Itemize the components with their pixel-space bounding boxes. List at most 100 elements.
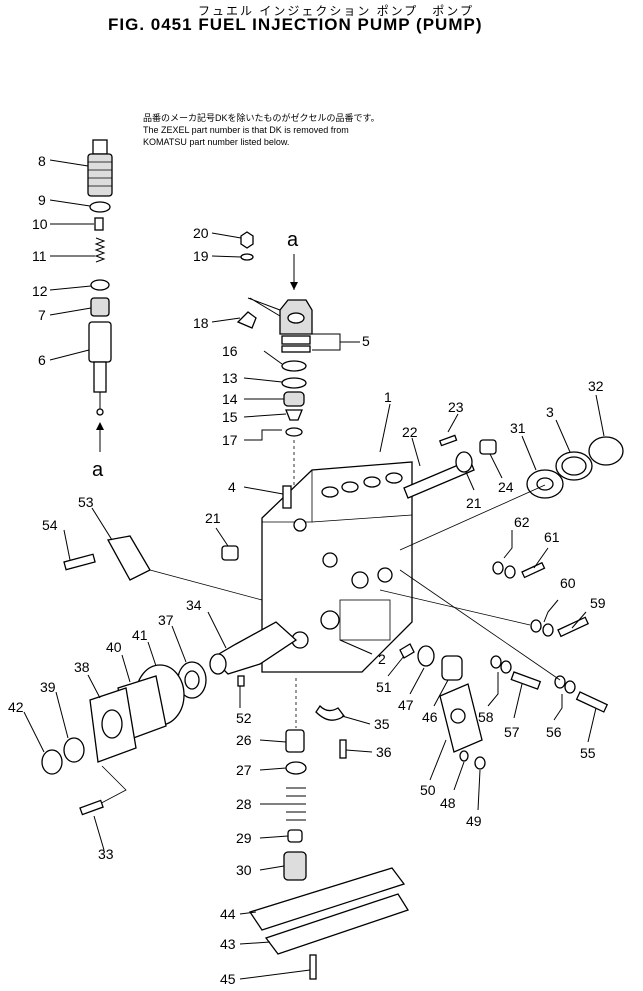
stud-4[interactable] <box>282 485 292 509</box>
gasket-44[interactable] <box>248 867 406 931</box>
screw-plug-24[interactable] <box>479 439 497 455</box>
bolt-33[interactable] <box>79 799 104 816</box>
callout-52: 52 <box>236 710 252 726</box>
callout-59: 59 <box>590 595 606 611</box>
callout-30: 30 <box>236 862 252 878</box>
callout-1: 1 <box>384 389 392 405</box>
cover-21-left[interactable] <box>221 545 239 561</box>
pin-23[interactable] <box>438 434 458 447</box>
callout-7: 7 <box>38 307 46 323</box>
valve-14[interactable] <box>283 391 305 407</box>
spring-seat-27[interactable] <box>285 761 307 775</box>
bolt-54[interactable] <box>63 553 96 571</box>
callout-54: 54 <box>42 517 58 533</box>
nut-20[interactable] <box>240 231 254 249</box>
bearing-cover-38[interactable] <box>89 687 137 763</box>
callout-numbers: 8 9 10 11 12 7 6 a a 20 19 18 5 16 13 14… <box>8 153 606 987</box>
washers-58[interactable] <box>490 655 512 674</box>
note-line-2: The ZEXEL part number is that DK is remo… <box>143 125 349 135</box>
plunger-barrel-6[interactable] <box>88 321 112 416</box>
callout-42: 42 <box>8 699 24 715</box>
callout-43: 43 <box>220 936 236 952</box>
o-ring-9[interactable] <box>89 201 111 213</box>
callout-16: 16 <box>222 343 238 359</box>
note-line-1: 品番のメーカ記号DKを除いたものがゼクセルの品番です。 <box>143 113 380 123</box>
callout-39: 39 <box>40 679 56 695</box>
callout-45: 45 <box>220 971 236 987</box>
callout-20: 20 <box>193 225 209 241</box>
tappet-26[interactable] <box>285 729 305 753</box>
callout-46: 46 <box>422 709 438 725</box>
callout-6: 6 <box>38 352 46 368</box>
callout-3: 3 <box>546 404 554 420</box>
bolt-55[interactable] <box>575 691 609 713</box>
callout-15: 15 <box>222 409 238 425</box>
callout-36: 36 <box>376 744 392 760</box>
shim-42[interactable] <box>41 749 63 775</box>
control-rack-22[interactable] <box>403 459 475 499</box>
camshaft-34[interactable] <box>209 621 298 675</box>
washers-60[interactable] <box>530 619 554 637</box>
bottom-cover-43[interactable] <box>264 893 409 955</box>
callout-24: 24 <box>498 479 514 495</box>
washer-19[interactable] <box>240 253 254 261</box>
japanese-title: フュエル インジェクション ポンプ ポンプ <box>198 4 474 18</box>
bolt-57[interactable] <box>510 671 542 690</box>
key-52[interactable] <box>237 675 245 687</box>
spring-11[interactable] <box>94 237 106 263</box>
callout-2: 2 <box>378 651 386 667</box>
callout-12: 12 <box>32 283 48 299</box>
arrow-label-left: a <box>92 459 104 481</box>
callout-50: 50 <box>420 782 436 798</box>
callout-56: 56 <box>546 724 562 740</box>
washers-56[interactable] <box>554 675 576 694</box>
oil-seal-3[interactable] <box>555 451 593 481</box>
callout-10: 10 <box>32 216 48 232</box>
bracket-53[interactable] <box>106 535 151 581</box>
washer-48[interactable] <box>459 750 469 762</box>
gasket-13[interactable] <box>281 377 307 389</box>
callout-55: 55 <box>580 745 596 761</box>
spring-seat-29[interactable] <box>287 829 303 843</box>
bearing-shell-35[interactable] <box>315 704 345 721</box>
callout-14: 14 <box>222 391 238 407</box>
cover-plate-50[interactable] <box>439 683 483 753</box>
callout-28: 28 <box>236 796 252 812</box>
seat-15[interactable] <box>285 409 303 421</box>
nut-49[interactable] <box>474 756 486 770</box>
valve-stopper-10[interactable] <box>94 217 104 231</box>
bearing-31[interactable] <box>526 469 564 499</box>
callout-62: 62 <box>514 514 530 530</box>
callout-33: 33 <box>98 846 114 862</box>
delivery-valve-holder-8[interactable] <box>87 139 113 197</box>
spring-28[interactable] <box>286 787 306 821</box>
o-ring-16[interactable] <box>281 360 307 372</box>
bolt-45[interactable] <box>309 954 317 980</box>
bolt-61[interactable] <box>521 561 546 579</box>
cap-46[interactable] <box>441 655 463 681</box>
bracket-18[interactable] <box>236 311 257 329</box>
gasket-12[interactable] <box>90 279 110 291</box>
oil-seal-39[interactable] <box>63 737 85 763</box>
callout-29: 29 <box>236 830 252 846</box>
cap-21-right[interactable] <box>455 451 473 473</box>
delivery-valve-7[interactable] <box>90 297 110 317</box>
o-ring-32[interactable] <box>588 436 624 466</box>
bearing-37[interactable] <box>177 661 207 699</box>
bolt-36[interactable] <box>339 739 347 759</box>
callout-44: 44 <box>220 906 236 922</box>
callout-21-right: 21 <box>466 495 482 511</box>
seal-47[interactable] <box>417 645 435 667</box>
callout-61: 61 <box>544 529 560 545</box>
delivery-valve-holder-5[interactable] <box>279 299 313 353</box>
leader-lines <box>23 159 605 980</box>
o-ring-17[interactable] <box>285 427 303 437</box>
roller-tappet-30[interactable] <box>283 851 307 881</box>
washers-62[interactable] <box>492 561 516 579</box>
callout-21-left: 21 <box>205 510 221 526</box>
callout-18: 18 <box>193 315 209 331</box>
callout-49: 49 <box>466 813 482 829</box>
plug-51[interactable] <box>399 643 415 659</box>
pump-housing-1[interactable] <box>261 461 413 673</box>
